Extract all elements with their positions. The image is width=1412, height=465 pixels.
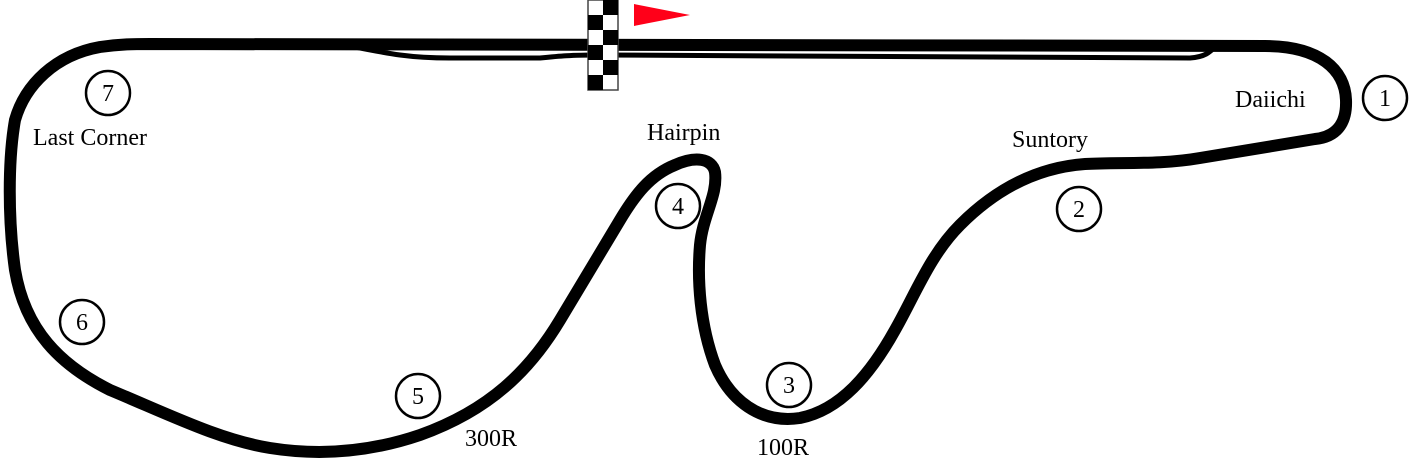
pit-lane xyxy=(347,43,1218,61)
corner-number: 5 xyxy=(412,384,424,410)
corner-number: 7 xyxy=(102,81,114,107)
corner-number: 6 xyxy=(76,310,88,336)
corner-marker-4 xyxy=(654,182,702,230)
corner-number: 3 xyxy=(783,373,795,399)
corner-marker-2 xyxy=(1055,185,1103,233)
race-track xyxy=(3,38,1353,458)
red-pennant-flag-icon xyxy=(634,4,690,26)
corner-number: 2 xyxy=(1073,197,1085,223)
corner-name-label: Hairpin xyxy=(647,120,720,146)
corner-number: 4 xyxy=(672,194,684,220)
corner-marker-1 xyxy=(1361,74,1409,122)
corner-name-label: Suntory xyxy=(1012,127,1088,153)
corner-name-label: 300R xyxy=(465,426,517,452)
corner-marker-5 xyxy=(394,372,442,420)
corner-marker-3 xyxy=(765,361,813,409)
checkered-flag-icon xyxy=(587,0,619,91)
corner-name-label: Last Corner xyxy=(33,125,147,151)
corner-marker-6 xyxy=(58,298,106,346)
corner-name-label: Daiichi xyxy=(1235,87,1306,113)
corner-number: 1 xyxy=(1379,86,1391,112)
corner-name-label: 100R xyxy=(757,435,809,461)
corner-marker-7 xyxy=(84,69,132,117)
